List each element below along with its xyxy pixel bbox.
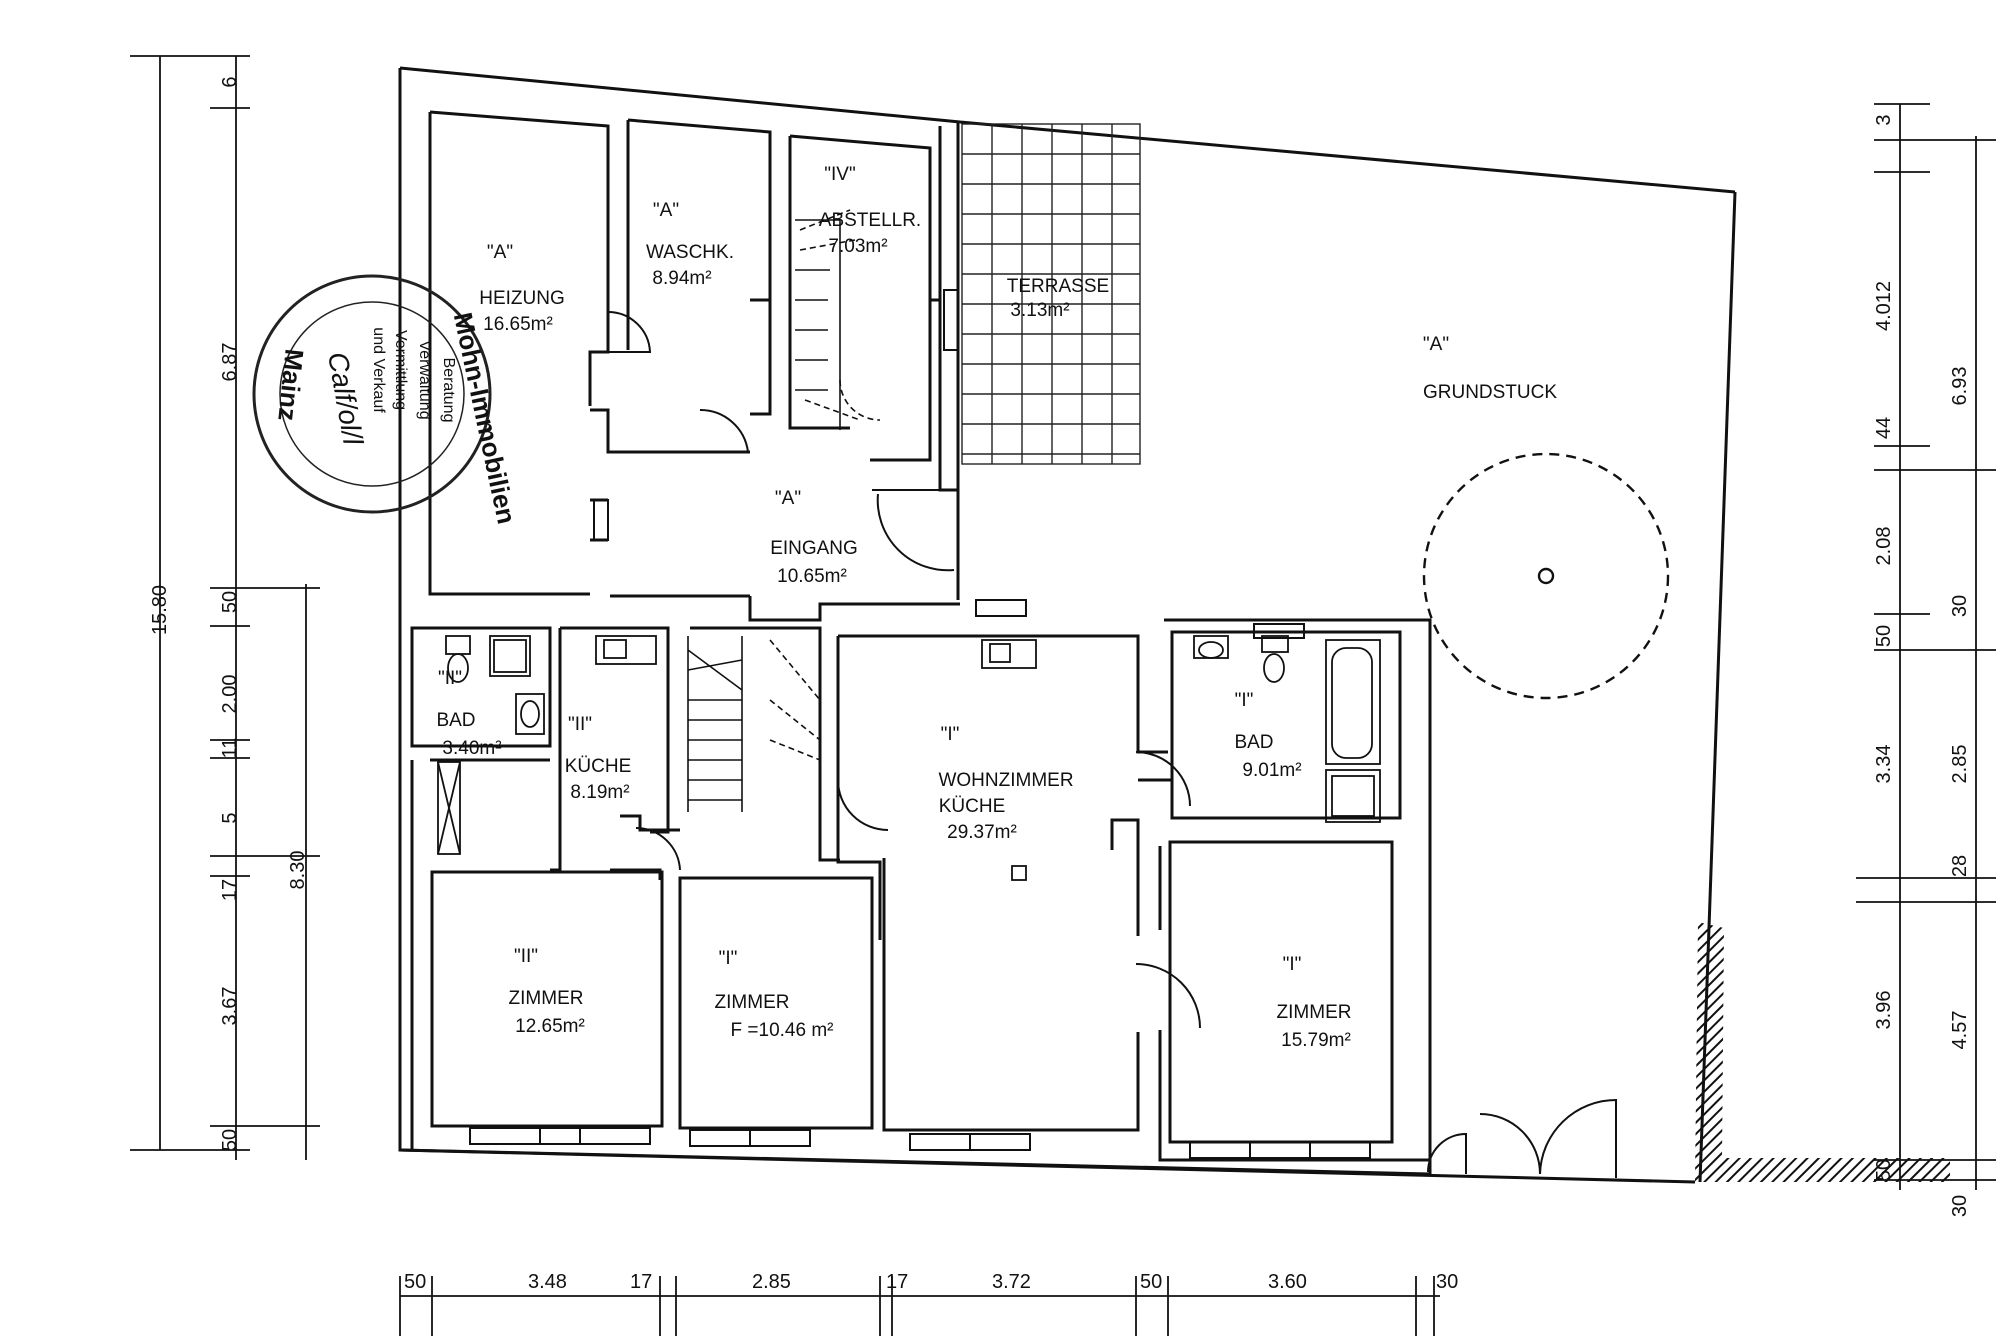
stamp-ring-text: Mohn-Immobilien [448, 310, 522, 527]
dimension-label: 50 [404, 1271, 426, 1293]
dimension-label: 11 [219, 738, 241, 759]
room-name: WOHNZIMMER [938, 770, 1073, 791]
stamp-line: Verwaltung [416, 340, 433, 419]
room-tag: "I" [1283, 954, 1302, 975]
room-tag: "A" [1423, 334, 1449, 355]
room-area: 9.01m² [1242, 760, 1301, 781]
walls [399, 110, 1432, 1176]
plot-boundary [398, 66, 1737, 1184]
room-name: WASCHK. [646, 242, 734, 263]
stamp-signature: Calf/ol/l [322, 350, 369, 448]
dimension-label: 30 [1949, 1195, 1971, 1217]
room-tag: "A" [653, 200, 679, 221]
stamp-line: Vermittlung [392, 330, 409, 410]
room-name: GRUNDSTUCK [1423, 382, 1557, 403]
dimension-label: 17 [219, 879, 241, 901]
dimension-label: 50 [219, 591, 241, 613]
dimension-label: 50 [219, 1129, 241, 1151]
dimension-label: 3.72 [992, 1271, 1031, 1293]
room-tag: "I" [941, 724, 960, 745]
dimension-label: 3.48 [528, 1271, 567, 1293]
room-area: 10.65m² [777, 566, 847, 587]
tree-symbol [1422, 452, 1670, 700]
room-name: ZIMMER [1277, 1002, 1352, 1023]
dimension-label: 6.87 [219, 343, 241, 382]
room-tag: "I" [719, 948, 738, 969]
dimension-lines [130, 55, 1996, 1336]
dimension-label: 50 [1873, 1159, 1895, 1181]
dimension-label: 17 [630, 1271, 652, 1293]
dimension-label: 15.80 [149, 585, 171, 635]
dimension-label: 2.85 [1949, 745, 1971, 784]
room-area: 7.03m² [828, 236, 887, 257]
room-area: 29.37m² [947, 822, 1017, 843]
room-name: EINGANG [770, 538, 858, 559]
dimension-label: 5 [219, 812, 241, 823]
stamp-line: Beratung [440, 358, 457, 423]
stamp-city: Mainz [272, 347, 309, 422]
hatched-wall [1695, 922, 1950, 1182]
company-stamp: Mohn-Immobilien Mainz Beratung Verwaltun… [252, 274, 522, 527]
dimension-label: 3.60 [1268, 1271, 1307, 1293]
dimension-label: 6.93 [1949, 367, 1971, 406]
dimension-label: 3.96 [1873, 991, 1895, 1030]
room-area: 15.79m² [1281, 1030, 1351, 1051]
room-area: 12.65m² [515, 1016, 585, 1037]
dimension-label: 2.00 [219, 675, 241, 714]
room-name: BAD [1234, 732, 1273, 753]
room-name: ZIMMER [509, 988, 584, 1009]
room-area: 8.94m² [652, 268, 711, 289]
dimension-label: 4.57 [1949, 1011, 1971, 1050]
dimension-label: 3 [1873, 114, 1895, 125]
room-name: HEIZUNG [479, 288, 565, 309]
staircase-south [687, 636, 821, 812]
room-area: 16.65m² [483, 314, 553, 335]
dimension-label: 3.67 [219, 987, 241, 1026]
room-tag: "A" [487, 242, 513, 263]
dimension-label: 6 [219, 76, 241, 87]
room-tag: "A" [775, 488, 801, 509]
dimension-label: 3.34 [1873, 745, 1895, 784]
room-area: F =10.46 m² [731, 1020, 834, 1041]
room-name: TERRASSE [1007, 276, 1109, 297]
fixtures [437, 635, 1381, 881]
room-tag: "I" [1235, 690, 1254, 711]
dimension-label: 8.30 [287, 851, 309, 890]
dimension-label: 30 [1436, 1271, 1458, 1293]
dimension-label: 4.012 [1873, 281, 1895, 331]
room-name: BAD [436, 710, 475, 731]
room-area: 3.13m² [1010, 300, 1069, 321]
room-area: 3.40m² [442, 738, 501, 759]
dimension-label: 2.08 [1873, 527, 1895, 566]
room-name: ABSTELLR. [819, 210, 921, 231]
dimension-label: 28 [1949, 855, 1971, 877]
room-tag: "II" [568, 714, 592, 735]
room-tag: "II" [438, 668, 462, 689]
room-tag: "II" [514, 946, 538, 967]
room-area: 8.19m² [570, 782, 629, 803]
room-name: ZIMMER [715, 992, 790, 1013]
staircase-north [795, 209, 881, 430]
room-name: KÜCHE [565, 756, 632, 777]
stamp-line: und Verkauf [370, 327, 387, 413]
room-tag: "IV" [824, 164, 855, 185]
dimension-label: 2.85 [752, 1271, 791, 1293]
terrace-grid [961, 123, 1141, 465]
dimension-label: 17 [886, 1271, 908, 1293]
dimension-label: 30 [1949, 595, 1971, 617]
dimension-label: 50 [1140, 1271, 1162, 1293]
dimension-label: 50 [1873, 625, 1895, 647]
dimension-label: 44 [1873, 417, 1895, 439]
room-name-line2: KÜCHE [939, 796, 1006, 817]
door-swings [607, 310, 1617, 1178]
windows [469, 289, 1371, 1159]
